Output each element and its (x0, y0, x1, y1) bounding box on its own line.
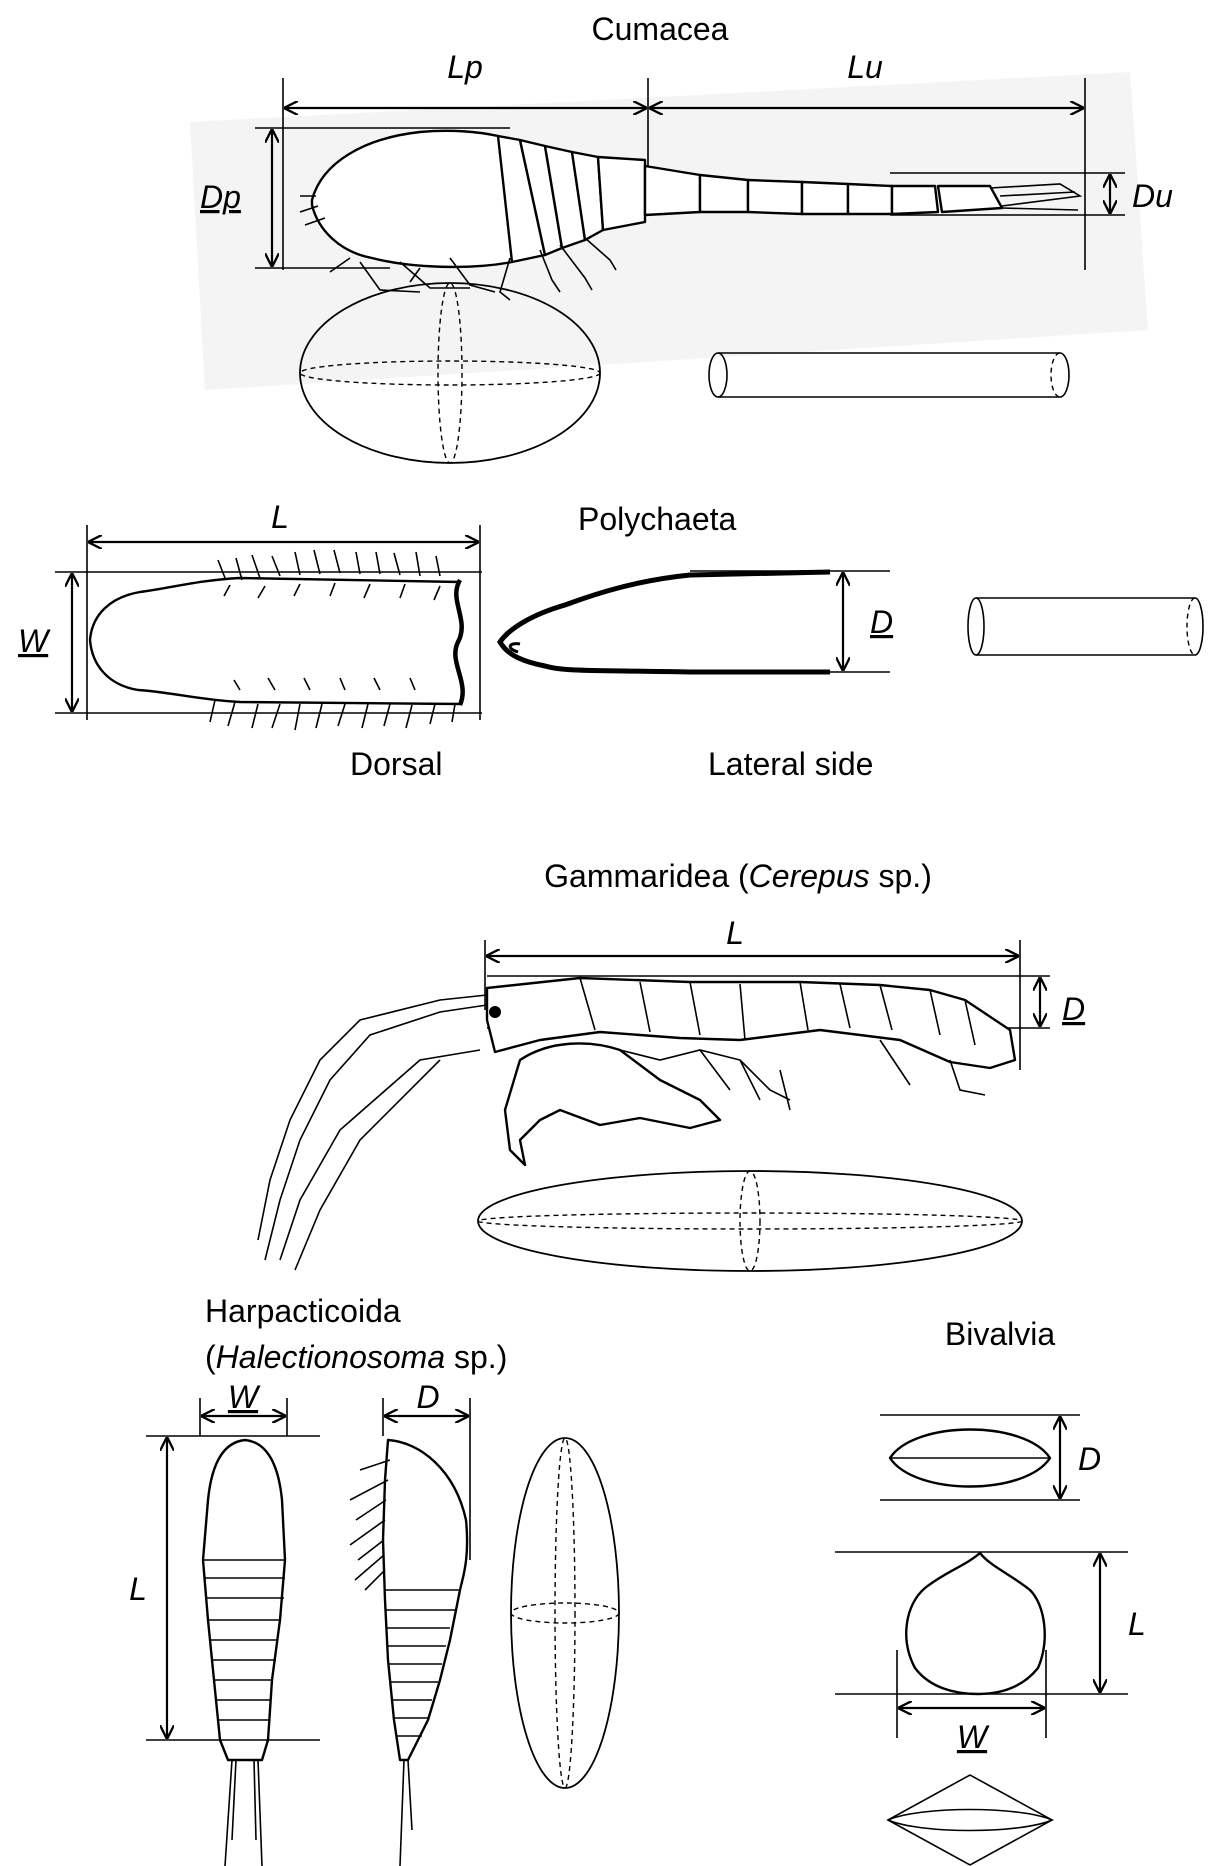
harpacticoida-panel: Harpacticoida (Halectionosoma sp.) W L D (129, 1293, 619, 1866)
gammaridea-eye (489, 1006, 501, 1018)
harpacticoida-title-genus: Halectionosoma (216, 1339, 445, 1375)
polychaeta-dorsal-drawing (90, 550, 463, 730)
bivalvia-title: Bivalvia (945, 1316, 1055, 1352)
polychaeta-title: Polychaeta (578, 501, 737, 537)
bivalvia-d-label: D (1078, 1441, 1101, 1477)
cumacea-du-label: Du (1132, 178, 1173, 214)
gammaridea-ellipsoid-model (478, 1171, 1022, 1271)
bivalvia-depth-drawing (890, 1430, 1050, 1487)
bivalvia-shell-drawing (906, 1553, 1044, 1694)
harpacticoida-title-line1: Harpacticoida (205, 1293, 401, 1329)
gammaridea-l-label: L (726, 915, 744, 951)
gammaridea-title-suffix: sp.) (870, 858, 932, 894)
polychaeta-dorsal-label: Dorsal (350, 746, 442, 782)
polychaeta-d-label: D (870, 604, 893, 640)
cumacea-dp-label: Dp (200, 179, 241, 215)
cumacea-panel: Cumacea Lp Lu Dp Du (190, 11, 1173, 463)
harpacticoida-title-open: ( (205, 1339, 216, 1375)
polychaeta-lateral-label: Lateral side (708, 746, 873, 782)
bivalvia-l-label: L (1128, 1606, 1146, 1642)
polychaeta-l-label: L (271, 499, 289, 535)
gammaridea-title-prefix: Gammaridea ( (544, 858, 749, 894)
harpacticoida-l-label: L (129, 1571, 147, 1607)
cumacea-lu-label: Lu (847, 49, 883, 85)
harpacticoida-title-line2: (Halectionosoma sp.) (205, 1339, 507, 1375)
gammaridea-panel: Gammaridea (Cerepus sp.) L D (258, 858, 1085, 1271)
harpacticoida-dorsal-drawing (203, 1440, 285, 1866)
cumacea-title: Cumacea (592, 11, 729, 47)
polychaeta-lateral-drawing (500, 572, 830, 672)
polychaeta-panel: Polychaeta L W Dorsal D Lateral side (18, 499, 1203, 782)
harpacticoida-ellipsoid-model (511, 1438, 619, 1788)
harpacticoida-title-suffix: sp.) (445, 1339, 507, 1375)
polychaeta-w-label: W (18, 623, 51, 659)
gammaridea-specimen-drawing (258, 978, 1015, 1270)
bivalvia-panel: Bivalvia D L W (835, 1316, 1146, 1865)
harpacticoida-w-label: W (228, 1379, 261, 1415)
polychaeta-cylinder-model (968, 598, 1203, 655)
harpacticoida-lateral-drawing (350, 1440, 467, 1866)
gammaridea-title: Gammaridea (Cerepus sp.) (544, 858, 932, 894)
gammaridea-title-genus: Cerepus (749, 858, 870, 894)
bivalvia-w-label: W (957, 1719, 990, 1755)
cumacea-cylinder-model (709, 353, 1069, 397)
harpacticoida-d-label: D (416, 1379, 439, 1415)
gammaridea-d-label: D (1062, 991, 1085, 1027)
bivalvia-double-cone-model (888, 1775, 1052, 1865)
cumacea-lp-label: Lp (447, 49, 483, 85)
